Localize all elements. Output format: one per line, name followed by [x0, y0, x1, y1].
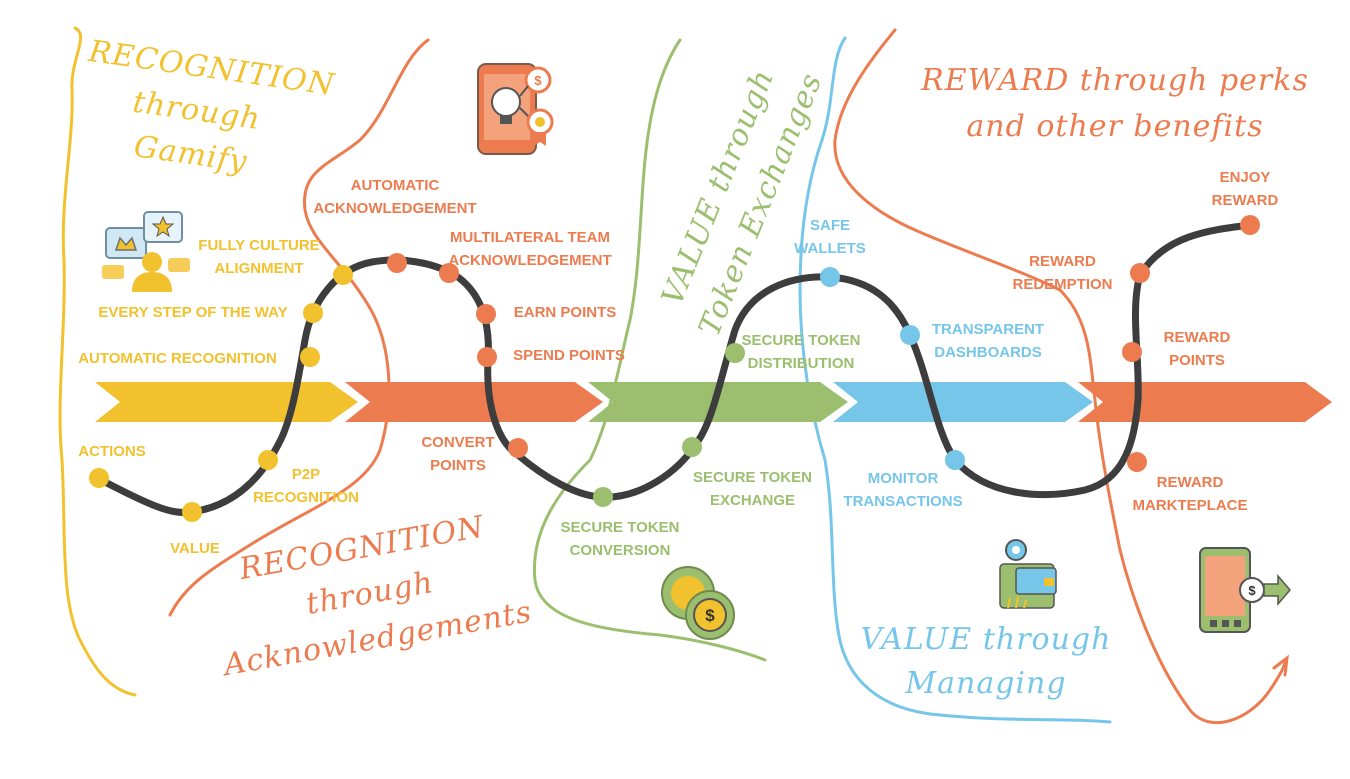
band-yellow — [95, 382, 358, 422]
label-enjoy: ENJOY REWARD — [1211, 169, 1279, 209]
node-p2p — [258, 450, 278, 470]
node-culture — [333, 265, 353, 285]
label-p2p: P2P RECOGNITION — [253, 466, 359, 506]
phone-lightbulb-icon: $ — [477, 63, 554, 155]
band-orange — [345, 382, 603, 422]
divider-yellow — [58, 26, 137, 697]
node-wallets — [820, 267, 840, 287]
heading-reward-perks: REWARD through perks and other benefits — [921, 63, 1309, 144]
label-wallets: SAFE WALLETS — [794, 217, 866, 257]
node-spend — [477, 347, 497, 367]
label-spend: SPEND POINTS — [513, 347, 625, 364]
svg-text:$: $ — [1248, 583, 1256, 598]
node-monitor — [945, 450, 965, 470]
label-multilateral: MULTILATERAL TEAM ACKNOWLEDGEMENT — [448, 229, 612, 269]
label-token-exchange: SECURE TOKEN EXCHANGE — [693, 469, 812, 509]
svg-text:$: $ — [705, 606, 715, 625]
label-reward-points: REWARD POINTS — [1163, 329, 1231, 369]
divider-orange-1 — [168, 38, 430, 617]
node-reward-points — [1122, 342, 1142, 362]
label-token-distribution: SECURE TOKEN DISTRIBUTION — [741, 332, 861, 372]
recognition-people-icon — [102, 211, 190, 292]
node-marketplace — [1127, 452, 1147, 472]
label-value: VALUE — [170, 540, 220, 557]
divider-green — [532, 38, 767, 662]
label-monitor: MONITOR TRANSACTIONS — [843, 470, 963, 510]
band-orange-final — [1078, 382, 1332, 422]
svg-text:$: $ — [534, 73, 542, 88]
node-auto-recognition — [300, 347, 320, 367]
node-actions — [89, 468, 109, 488]
label-convert: CONVERT POINTS — [421, 434, 495, 474]
track-nodes — [89, 215, 1260, 522]
divider-arrowhead — [1272, 654, 1289, 677]
wallet-card-icon — [999, 539, 1057, 609]
node-multilateral — [439, 263, 459, 283]
node-redemption — [1130, 263, 1150, 283]
label-every-step: EVERY STEP OF THE WAY — [98, 304, 288, 321]
label-auto-ack: AUTOMATIC ACKNOWLEDGEMENT — [313, 177, 477, 217]
divider-blue — [798, 36, 1112, 724]
node-value — [182, 502, 202, 522]
label-dashboards: TRANSPARENT DASHBOARDS — [931, 321, 1045, 361]
node-every-step — [303, 303, 323, 323]
label-token-conversion: SECURE TOKEN CONVERSION — [560, 519, 680, 559]
label-culture: FULLY CULTURE ALIGNMENT — [198, 237, 320, 277]
node-token-conversion — [593, 487, 613, 507]
node-earn — [476, 304, 496, 324]
label-actions: ACTIONS — [78, 443, 146, 460]
label-marketplace: REWARD MARKTEPLACE — [1132, 474, 1248, 514]
label-auto-recognition: AUTOMATIC RECOGNITION — [78, 350, 277, 367]
coins-icon: $ — [661, 566, 735, 640]
heading-value-managing: VALUE through Managing — [860, 622, 1112, 701]
node-token-distribution — [725, 343, 745, 363]
node-enjoy — [1240, 215, 1260, 235]
node-dashboards — [900, 325, 920, 345]
label-redemption: REWARD REDEMPTION — [1012, 253, 1113, 293]
label-earn: EARN POINTS — [513, 304, 617, 321]
band-blue — [833, 382, 1093, 422]
node-auto-ack — [387, 253, 407, 273]
node-token-exchange — [682, 437, 702, 457]
phone-transfer-icon: $ — [1199, 547, 1291, 633]
node-convert — [508, 438, 528, 458]
